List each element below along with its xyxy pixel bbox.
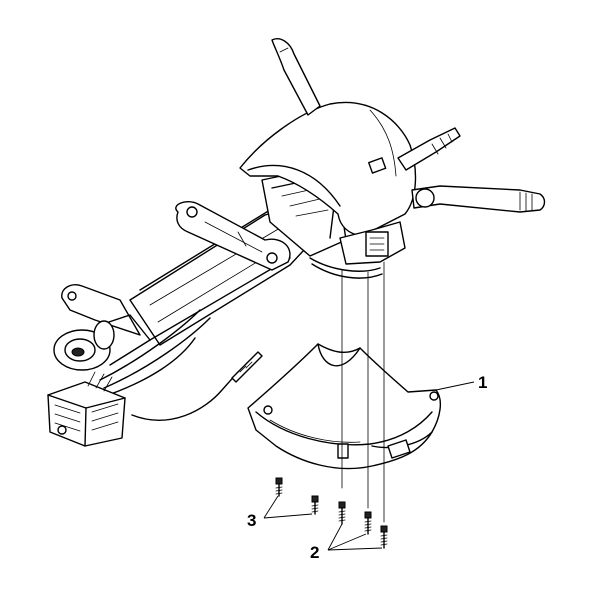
alignment-lines <box>341 261 385 523</box>
screw-icon <box>275 477 283 497</box>
callout-3: 3 <box>247 511 256 530</box>
screws <box>275 477 388 549</box>
steering-column <box>53 171 347 371</box>
callout-leaders <box>263 381 475 551</box>
lower-trim-cover <box>247 343 442 470</box>
screw-icon <box>380 525 388 549</box>
callout-2: 2 <box>310 543 319 562</box>
wiring-harness <box>47 309 263 447</box>
screw-icon <box>338 501 346 525</box>
screw-icon <box>364 511 372 535</box>
switch-housing <box>239 38 546 279</box>
callout-1: 1 <box>478 373 487 392</box>
screw-icon <box>311 495 319 515</box>
